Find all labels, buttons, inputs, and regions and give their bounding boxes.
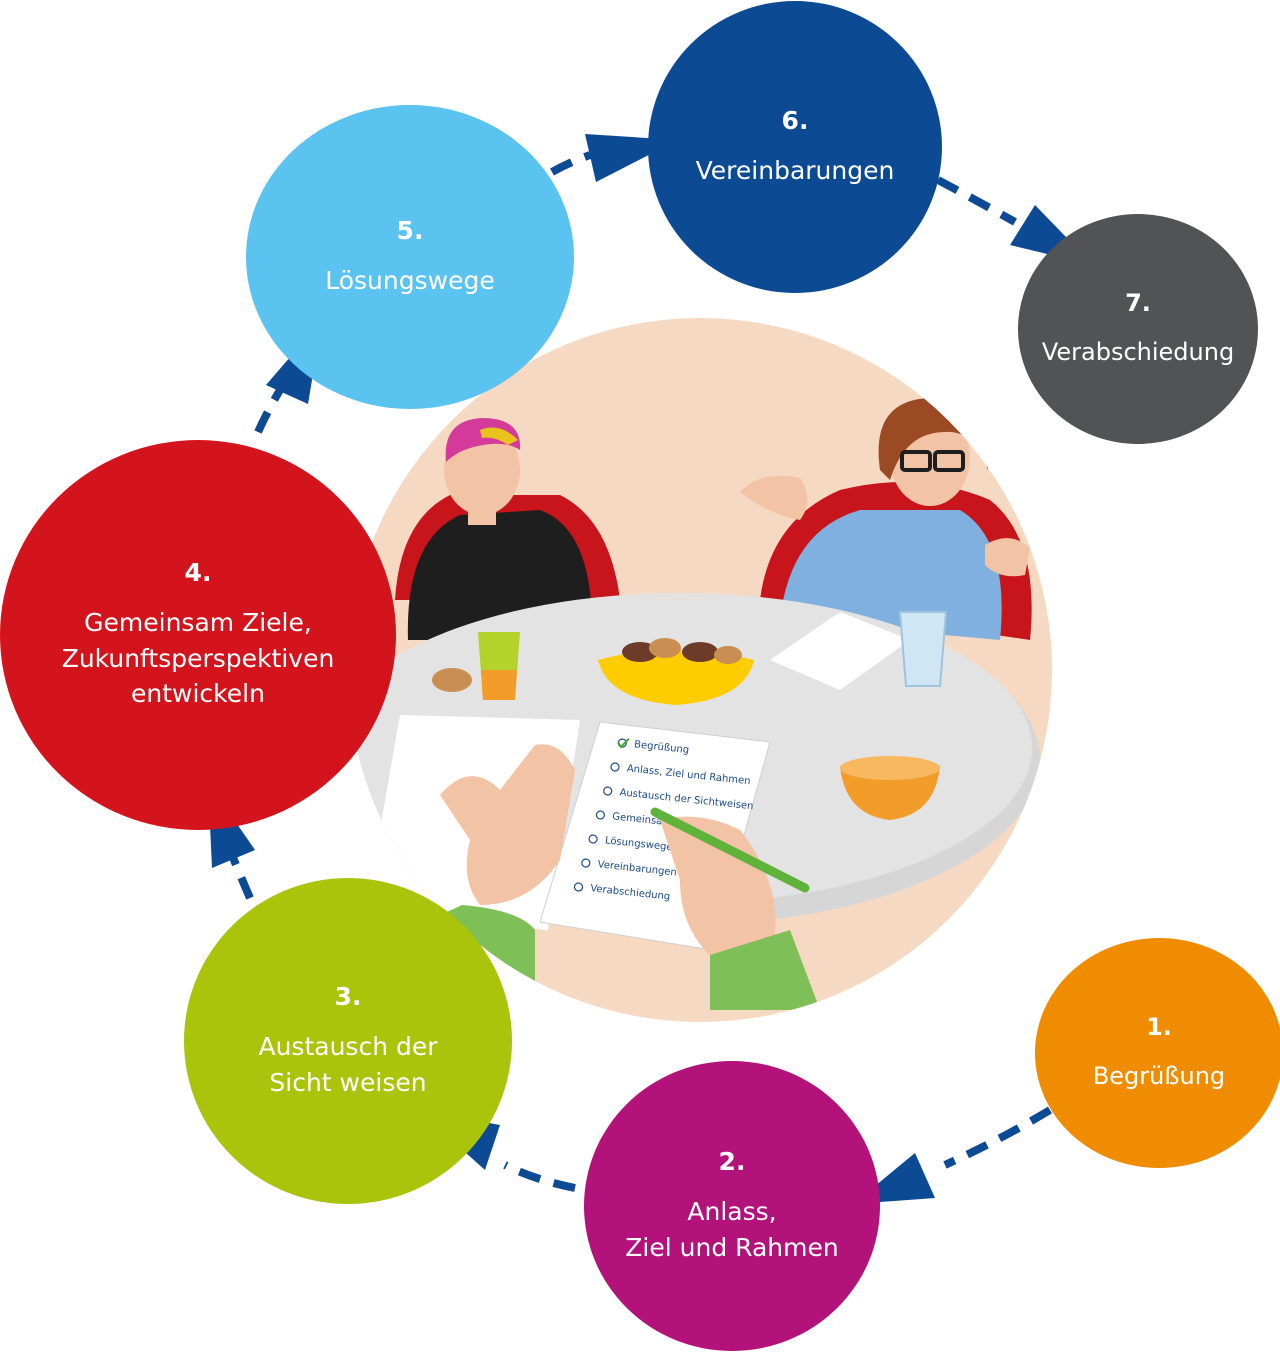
step-2-circle: 2. Anlass, Ziel und Rahmen	[584, 1061, 880, 1351]
arrow-1-to-2	[853, 1106, 1053, 1204]
step-6-circle: 6. Vereinbarungen	[648, 1, 942, 293]
step-7-circle: 7. Verabschiedung	[1018, 214, 1258, 444]
checkbox-empty-icon	[588, 834, 598, 844]
checkbox-empty-icon	[573, 882, 584, 892]
pen-icon	[650, 807, 810, 893]
checkbox-empty-icon	[603, 786, 613, 796]
person-glasses-icon	[740, 398, 1032, 640]
step-label: Verabschiedung	[1041, 337, 1235, 366]
step-label: Austausch der Sicht weisen	[258, 1032, 438, 1097]
step-number: 5.	[396, 215, 424, 245]
step-number: 6.	[781, 105, 809, 135]
step-label: Gemeinsam Ziele, Zukunftsperspektiven en…	[61, 608, 335, 709]
hand-right	[660, 816, 776, 960]
juice-glass-icon	[478, 632, 520, 700]
step-label: Vereinbarungen	[695, 155, 895, 185]
water-glass-icon	[898, 611, 948, 687]
checkbox-empty-icon	[581, 858, 591, 868]
step-1-circle: 1. Begrüßung	[1035, 938, 1280, 1168]
step-4-circle: 4. Gemeinsam Ziele, Zukunftsperspektiven…	[0, 440, 396, 830]
checkbox-empty-icon	[595, 810, 606, 820]
step-number: 7.	[1125, 288, 1151, 317]
hand-left	[440, 744, 575, 905]
step-3-circle: 3. Austausch der Sicht weisen	[184, 878, 512, 1204]
step-5-circle: 5. Lösungswege	[246, 105, 574, 409]
step-number: 2.	[718, 1147, 746, 1176]
check-mark-icon	[617, 737, 630, 749]
snack-bowl-icon	[598, 638, 754, 705]
checkbox-empty-icon	[610, 762, 620, 772]
step-label: Lösungswege	[325, 265, 495, 295]
step-label: Begrüßung	[1092, 1061, 1226, 1090]
person-pink-hair-icon	[395, 418, 620, 640]
step-number: 1.	[1146, 1012, 1172, 1041]
orange-bowl-icon	[840, 756, 940, 820]
step-number: 4.	[184, 558, 212, 588]
step-number: 3.	[334, 982, 362, 1011]
step-label: Anlass, Ziel und Rahmen	[625, 1197, 839, 1262]
